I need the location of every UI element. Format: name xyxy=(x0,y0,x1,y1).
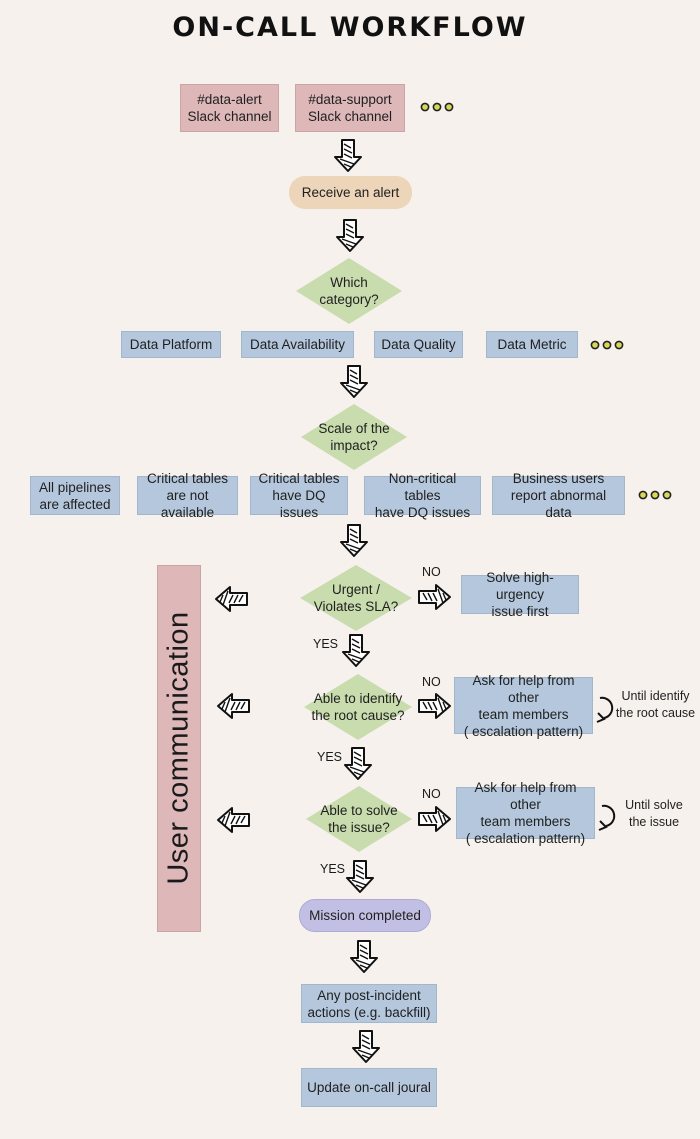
arrow-right-icon xyxy=(418,806,451,832)
urgency-question: Urgent / Violates SLA? xyxy=(313,582,399,614)
receive-alert-node: Receive an alert xyxy=(289,176,412,209)
arrow-down-icon xyxy=(346,860,374,893)
category-data-availability: Data Availability xyxy=(241,331,354,358)
ask-help-root-cause-box: Ask for help from other team members ( e… xyxy=(454,673,593,739)
category-data-platform: Data Platform xyxy=(121,331,221,358)
solve-question: Able to solve the issue? xyxy=(320,803,398,835)
category-data-metric: Data Metric xyxy=(486,331,578,358)
update-journal-box: Update on-call joural xyxy=(301,1068,437,1107)
arrow-left-icon xyxy=(217,807,250,833)
loop-root-cause-text: Until identify the root cause xyxy=(615,689,696,720)
arrow-down-icon xyxy=(342,634,370,667)
yes-label: YES xyxy=(320,862,346,876)
loop-icon xyxy=(596,696,614,723)
more-dots-icon xyxy=(420,102,454,112)
scale-all-pipelines: All pipelines are affected xyxy=(30,476,120,515)
no-label: NO xyxy=(422,787,441,801)
arrow-down-icon xyxy=(336,219,364,252)
urgency-decision: Urgent / Violates SLA? xyxy=(300,565,412,631)
source-data-alert: #data-alert Slack channel xyxy=(180,84,279,132)
scale-critical-unavailable: Critical tables are not available xyxy=(137,471,238,520)
arrow-down-icon xyxy=(334,139,362,172)
loop-icon xyxy=(598,804,616,831)
category-data-quality: Data Quality xyxy=(374,331,463,358)
category-decision: Which category? xyxy=(296,258,402,324)
post-incident-box: Any post-incident actions (e.g. backfill… xyxy=(301,984,437,1023)
no-label: NO xyxy=(422,675,441,689)
arrow-down-icon xyxy=(352,1030,380,1063)
root-cause-question: Able to identify the root cause? xyxy=(311,691,405,723)
more-dots-icon xyxy=(590,340,624,350)
arrow-right-icon xyxy=(418,693,451,719)
loop-solve-text: Until solve the issue xyxy=(625,798,683,829)
scale-decision: Scale of the impact? xyxy=(301,404,407,470)
scale-question: Scale of the impact? xyxy=(318,421,390,453)
arrow-right-icon xyxy=(418,584,451,610)
root-cause-decision: Able to identify the root cause? xyxy=(304,674,412,740)
yes-label: YES xyxy=(313,637,339,651)
page-title: ON-CALL WORKFLOW xyxy=(172,12,528,43)
arrow-down-icon xyxy=(340,365,368,398)
no-label: NO xyxy=(422,565,441,579)
arrow-down-icon xyxy=(340,524,368,557)
user-communication-bar xyxy=(157,565,201,932)
solve-decision: Able to solve the issue? xyxy=(306,786,412,852)
scale-business-users: Business users report abnormal data xyxy=(492,471,625,520)
source-data-support: #data-support Slack channel xyxy=(295,84,405,132)
arrow-down-icon xyxy=(350,940,378,973)
more-dots-icon xyxy=(638,490,672,500)
arrow-left-icon xyxy=(217,693,250,719)
yes-label: YES xyxy=(317,750,343,764)
arrow-down-icon xyxy=(344,747,372,780)
category-question: Which category? xyxy=(319,275,379,307)
mission-completed-node: Mission completed xyxy=(299,899,431,932)
arrow-left-icon xyxy=(215,586,248,612)
